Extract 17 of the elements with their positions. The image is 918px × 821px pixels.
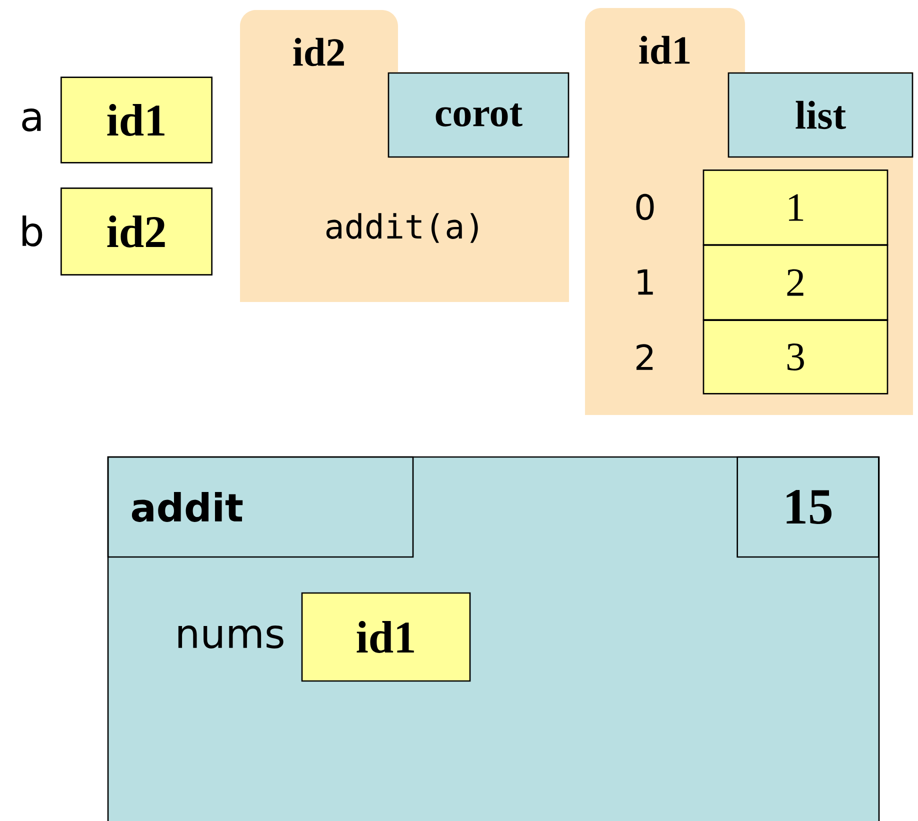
index-label: 1 — [638, 269, 653, 295]
variable-name: nums — [178, 626, 284, 648]
index-label: 0 — [636, 194, 654, 220]
variable-box: id1 — [60, 76, 212, 164]
frame-name-tab: addit — [107, 456, 414, 558]
variable-box: id1 — [301, 592, 471, 682]
frame-box — [107, 456, 880, 821]
list-cell: 3 — [702, 320, 888, 394]
list-cell: 2 — [702, 244, 888, 320]
variable-name: b — [22, 216, 42, 246]
type-box: list — [728, 72, 914, 158]
variable-box: id2 — [60, 188, 212, 276]
list-cell: 1 — [702, 170, 888, 246]
variable-name: a — [22, 108, 41, 132]
type-box: corot — [388, 72, 570, 158]
counter-tab: 15 — [736, 456, 880, 558]
index-label: 2 — [636, 344, 653, 370]
